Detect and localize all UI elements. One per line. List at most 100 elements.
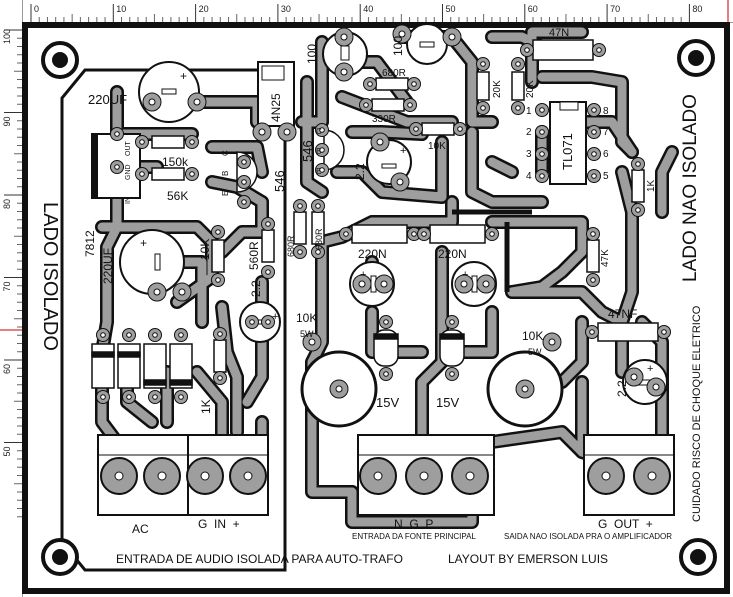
label-330r: 330R (372, 114, 396, 125)
label-680r-a: 680R (286, 235, 296, 257)
label-47k: 47K (600, 249, 611, 267)
trans-left-pin-e: E (221, 191, 230, 196)
component-labels: 220UF 4N25 150k 56K 546 7812 220UF 10K 5… (83, 27, 657, 414)
label-47nf: 47NF (608, 307, 637, 321)
label-560r: 560R (247, 241, 261, 270)
mounting-hole-top-left (41, 41, 79, 79)
ruler-left-label: 90 (2, 116, 12, 126)
mounting-hole-bottom-right (679, 538, 717, 576)
reg-pin-gnd: GND (125, 164, 132, 180)
label-546-left: 546 (272, 170, 287, 192)
label-220n-a: 220N (358, 247, 387, 261)
label-5w-a: 5W (300, 329, 314, 339)
ic-pin-6: 6 (603, 149, 609, 160)
film-capacitors (351, 39, 659, 342)
svg-text:+: + (180, 69, 187, 83)
label-22-right: 2.2 (615, 380, 629, 397)
svg-text:+: + (400, 145, 406, 157)
diodes (91, 329, 465, 389)
ruler-top-label: 10 (116, 4, 126, 14)
label-22-left: 2.2 (249, 280, 263, 297)
trans-left-pin-c: C (221, 150, 230, 156)
label-546-mid: 546 (300, 140, 315, 162)
label-15v-a: 15V (376, 395, 399, 410)
label-220uf-left: 220UF (101, 248, 115, 284)
label-tl071: TL071 (560, 133, 575, 170)
ruler-top-label: 20 (199, 4, 209, 14)
ruler-top-label: 70 (610, 4, 620, 14)
label-20k-b: 20K (525, 80, 536, 98)
connector-ngp-desc: ENTRADA DA FONTE PRINCIPAL (352, 532, 476, 541)
label-150k: 150k (162, 155, 189, 169)
label-10k-5w-a: 10K (296, 311, 317, 325)
capacitor-22-left: + (239, 301, 281, 343)
label-680r-top: 680R (382, 68, 406, 79)
label-20k-a: 20K (492, 80, 503, 98)
lado-isolado-label: LADO ISOLADO (39, 202, 61, 351)
pcb-layout: + + + + + + + (22, 22, 730, 594)
trans-mid-pin-c: C (316, 127, 322, 136)
ruler-top-label: 30 (281, 4, 291, 14)
capacitor-100-b (406, 23, 448, 65)
label-220uf-top: 220UF (88, 92, 127, 107)
connector-ngp-label: N G P (394, 517, 433, 531)
reg-pin-out: OUT (125, 141, 132, 157)
trans-mid-pin-b: B (316, 147, 321, 156)
svg-text:+: + (140, 236, 147, 250)
label-22-mid: 2.2 (353, 163, 367, 180)
trans-mid-pin-e: E (316, 167, 321, 176)
svg-text:+: + (272, 311, 278, 323)
ic-pin-1: 1 (526, 106, 532, 117)
ruler-top-label: 0 (34, 4, 39, 14)
warning-label: CUIDADO RISCO DE CHOQUE ELETRICO (691, 305, 703, 522)
label-4n25: 4N25 (269, 93, 283, 122)
label-5w-b: 5W (528, 347, 542, 357)
lado-nao-isolado-label: LADO NAO ISOLADO (680, 94, 701, 282)
label-10k-5w-b: 10K (522, 329, 543, 343)
label-10k-left: 10K (198, 239, 212, 260)
reg-pin-in: IN (125, 197, 132, 204)
ic-pin-3: 3 (526, 149, 532, 160)
ic-pin-4: 4 (526, 171, 532, 182)
mounting-hole-bottom-left (41, 538, 79, 576)
svg-text:+: + (647, 363, 653, 375)
label-7812: 7812 (83, 230, 97, 257)
ruler-left-label: 100 (2, 29, 12, 44)
label-100-b: 100 (391, 36, 405, 56)
resistors (151, 71, 645, 373)
ic-pin-7: 7 (603, 127, 609, 138)
connector-g-in-label: G IN + (198, 517, 240, 531)
ic-pin-5: 5 (603, 171, 609, 182)
jumper-wires (452, 209, 532, 292)
ruler-top-label: 40 (363, 4, 373, 14)
label-220n-b: 220N (438, 247, 467, 261)
footer-title: ENTRADA DE AUDIO ISOLADA PARA AUTO-TRAFO (116, 552, 403, 566)
ruler-left-label: 80 (2, 199, 12, 209)
label-100-a: 100 (305, 44, 319, 64)
connector-ac-label: AC (132, 522, 149, 536)
label-47n-top: 47N (549, 27, 569, 39)
ruler-left-label: 60 (2, 364, 12, 374)
mounting-hole-top-right (677, 39, 715, 77)
connector-g-out-desc: SAIDA NAO ISOLADA PRA O AMPLIFICADOR (504, 532, 672, 541)
ic-pin-2: 2 (526, 127, 532, 138)
trans-left-pin-b: B (221, 171, 230, 176)
label-10k-mid: 10K (428, 141, 446, 152)
capacitor-220uf-top: + (138, 61, 200, 123)
label-1k-left: 1K (199, 399, 213, 414)
ruler-top-label: 60 (528, 4, 538, 14)
ic-pin-8: 8 (603, 106, 609, 117)
ruler-left-label: 50 (2, 446, 12, 456)
label-1k-right: 1K (646, 179, 657, 192)
terminal-screw-centers (114, 471, 657, 481)
label-15v-b: 15V (436, 395, 459, 410)
pin-labels: IN GND OUT 1 2 3 4 8 7 6 5 C B E C B E (125, 106, 609, 204)
regulator-7812-body (91, 133, 141, 199)
ruler-top-label: 50 (446, 4, 456, 14)
footer-credit: LAYOUT BY EMERSON LUIS (448, 552, 608, 566)
connector-g-out-label: G OUT + (598, 517, 653, 531)
